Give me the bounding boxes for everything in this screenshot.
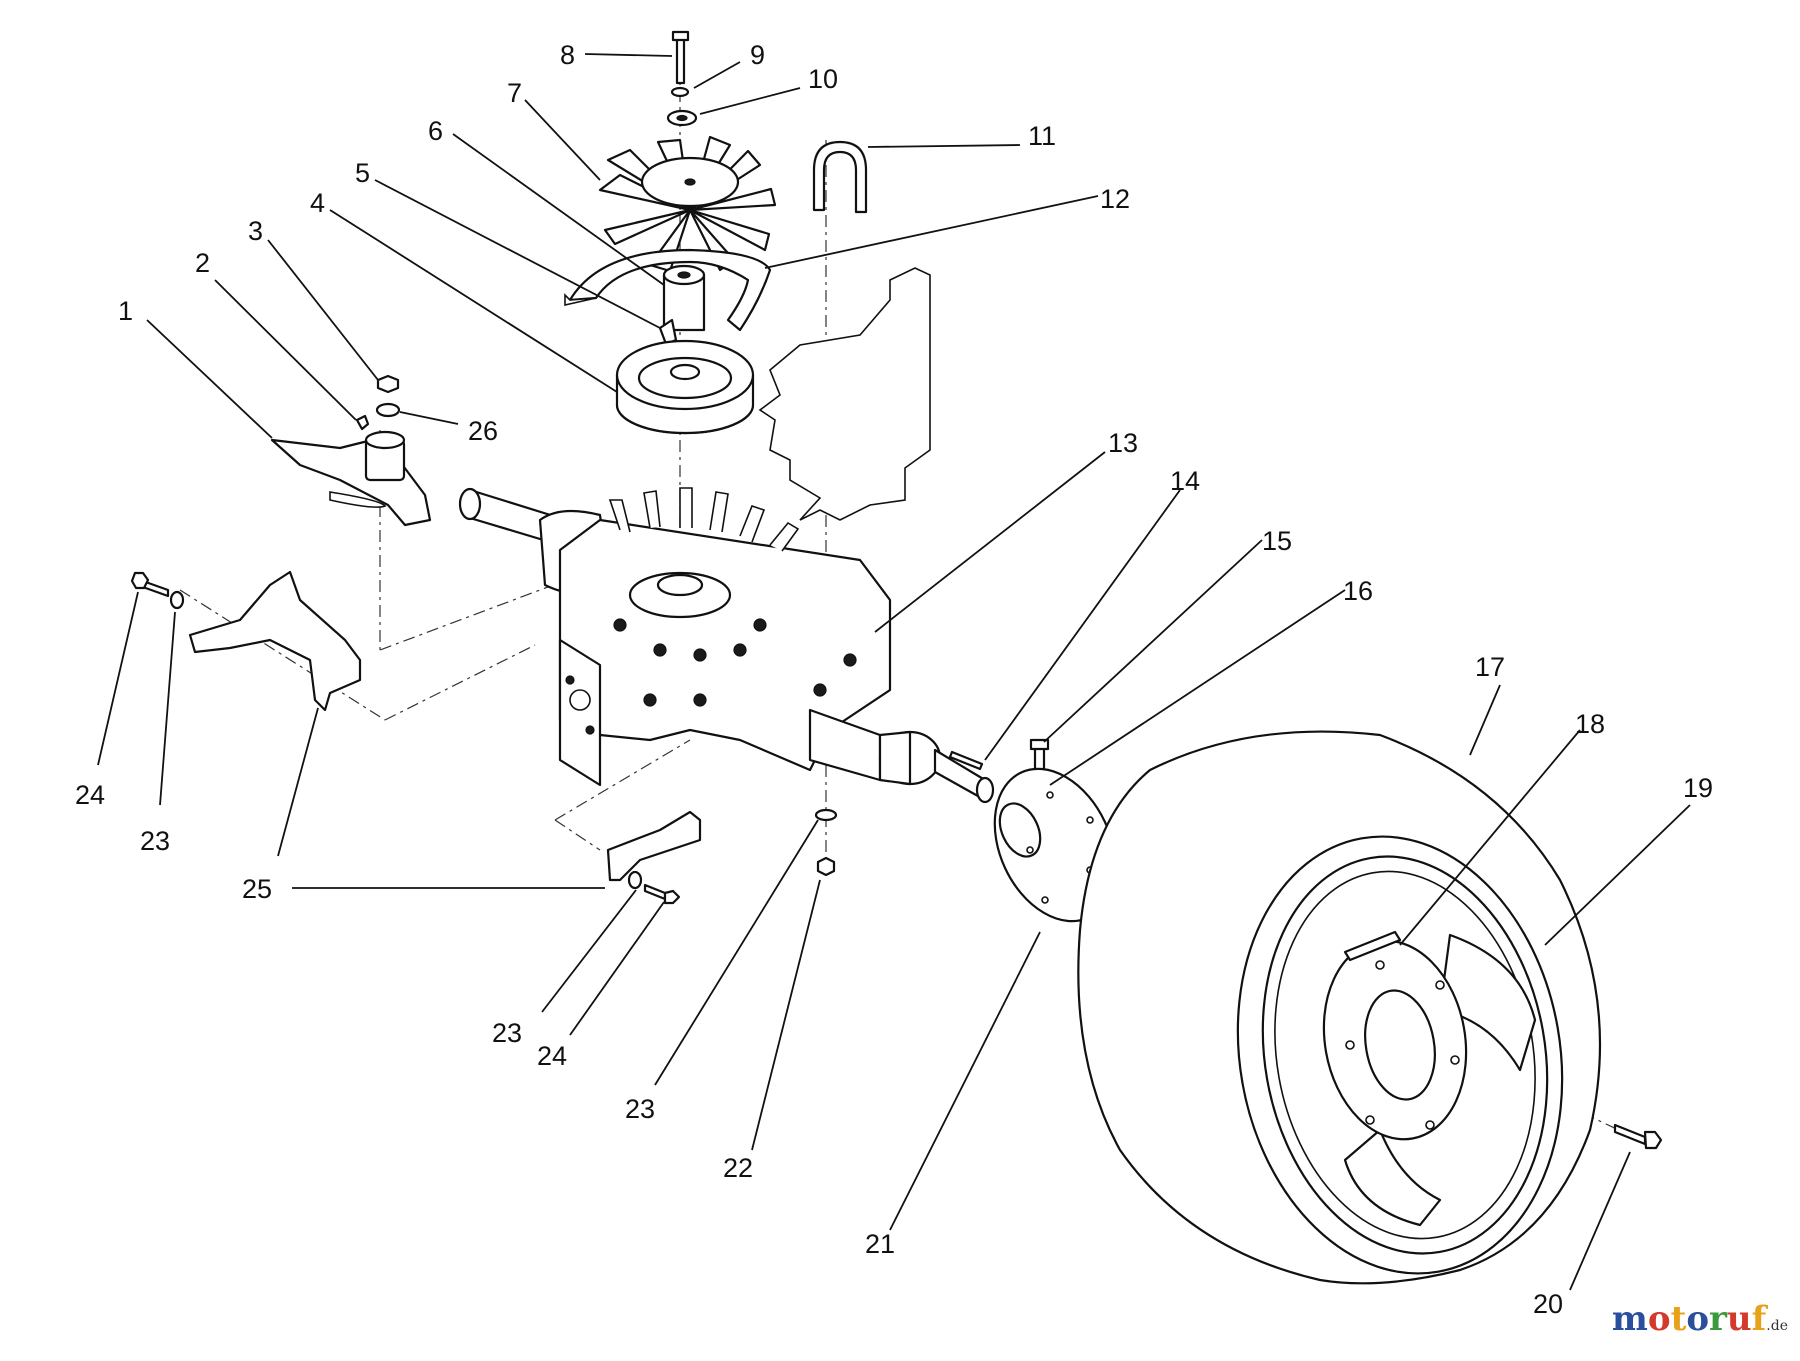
watermark-letter: r [1709,1299,1727,1339]
callout-24b: 24 [537,1041,567,1071]
callout-8: 8 [560,40,575,70]
belt-guard [568,248,772,332]
callout-5: 5 [355,158,370,188]
nut [376,374,400,394]
lock-washer [670,86,690,98]
callout-4: 4 [310,188,325,218]
axle-washer [814,808,838,822]
callout-3: 3 [248,216,263,246]
callout-12: 12 [1100,184,1130,214]
fan-bolt [671,30,690,85]
callout-21: 21 [865,1229,895,1259]
callout-16: 16 [1343,576,1373,606]
wheel-bolt [1613,1123,1663,1150]
lower-bolt [643,883,681,905]
lower-washer [627,870,643,890]
watermark-letter: f [1751,1299,1767,1339]
axle-nut [816,856,836,877]
watermark-letter: o [1647,1299,1671,1339]
callout-9: 9 [750,40,765,70]
callout-11: 11 [1028,121,1056,151]
leader-lines [97,53,1691,1291]
callout-7: 7 [507,78,522,108]
cooling-fan [598,135,777,273]
valve-stem [1343,930,1402,962]
woodruff-key [658,318,678,346]
left-bolt [130,571,170,598]
callout-14: 14 [1170,466,1200,496]
callout-23c: 23 [140,826,170,856]
watermark-letter: o [1686,1299,1709,1339]
rear-wheel [1077,730,1602,1285]
watermark-letter: t [1670,1299,1687,1339]
callout-1: 1 [118,296,133,326]
site-watermark-logo: motoruf.de [1612,1299,1788,1339]
callout-26: 26 [468,416,498,446]
washer [375,402,401,418]
callout-6: 6 [428,116,443,146]
callout-23b: 23 [625,1094,655,1124]
u-bolt [812,140,868,214]
callout-17: 17 [1475,652,1505,682]
transaxle [458,487,995,804]
axle-key [948,750,984,771]
callout-10: 10 [808,64,838,94]
drive-pulley [615,339,755,435]
callout-23a: 23 [492,1018,522,1048]
watermark-letter: u [1726,1299,1752,1339]
left-bracket [188,570,362,712]
wheel-hub [993,767,1117,923]
brake-lever-plate [270,430,432,527]
watermark-letter: m [1611,1299,1648,1339]
callout-labels: 1 2 3 4 5 6 7 8 9 10 11 12 13 14 15 16 1… [75,40,1713,1319]
lower-bracket [606,810,702,882]
watermark-tld: .de [1766,1318,1788,1334]
callout-25: 25 [242,874,272,904]
callout-19: 19 [1683,773,1713,803]
mounting-bracket [758,267,931,521]
callout-22: 22 [723,1153,753,1183]
callout-15: 15 [1262,526,1292,556]
callout-20: 20 [1533,1289,1563,1319]
left-washer [169,590,185,610]
callout-18: 18 [1575,709,1605,739]
pin [355,414,370,431]
callout-2: 2 [195,248,210,278]
callout-13: 13 [1108,428,1138,458]
callout-24a: 24 [75,780,105,810]
